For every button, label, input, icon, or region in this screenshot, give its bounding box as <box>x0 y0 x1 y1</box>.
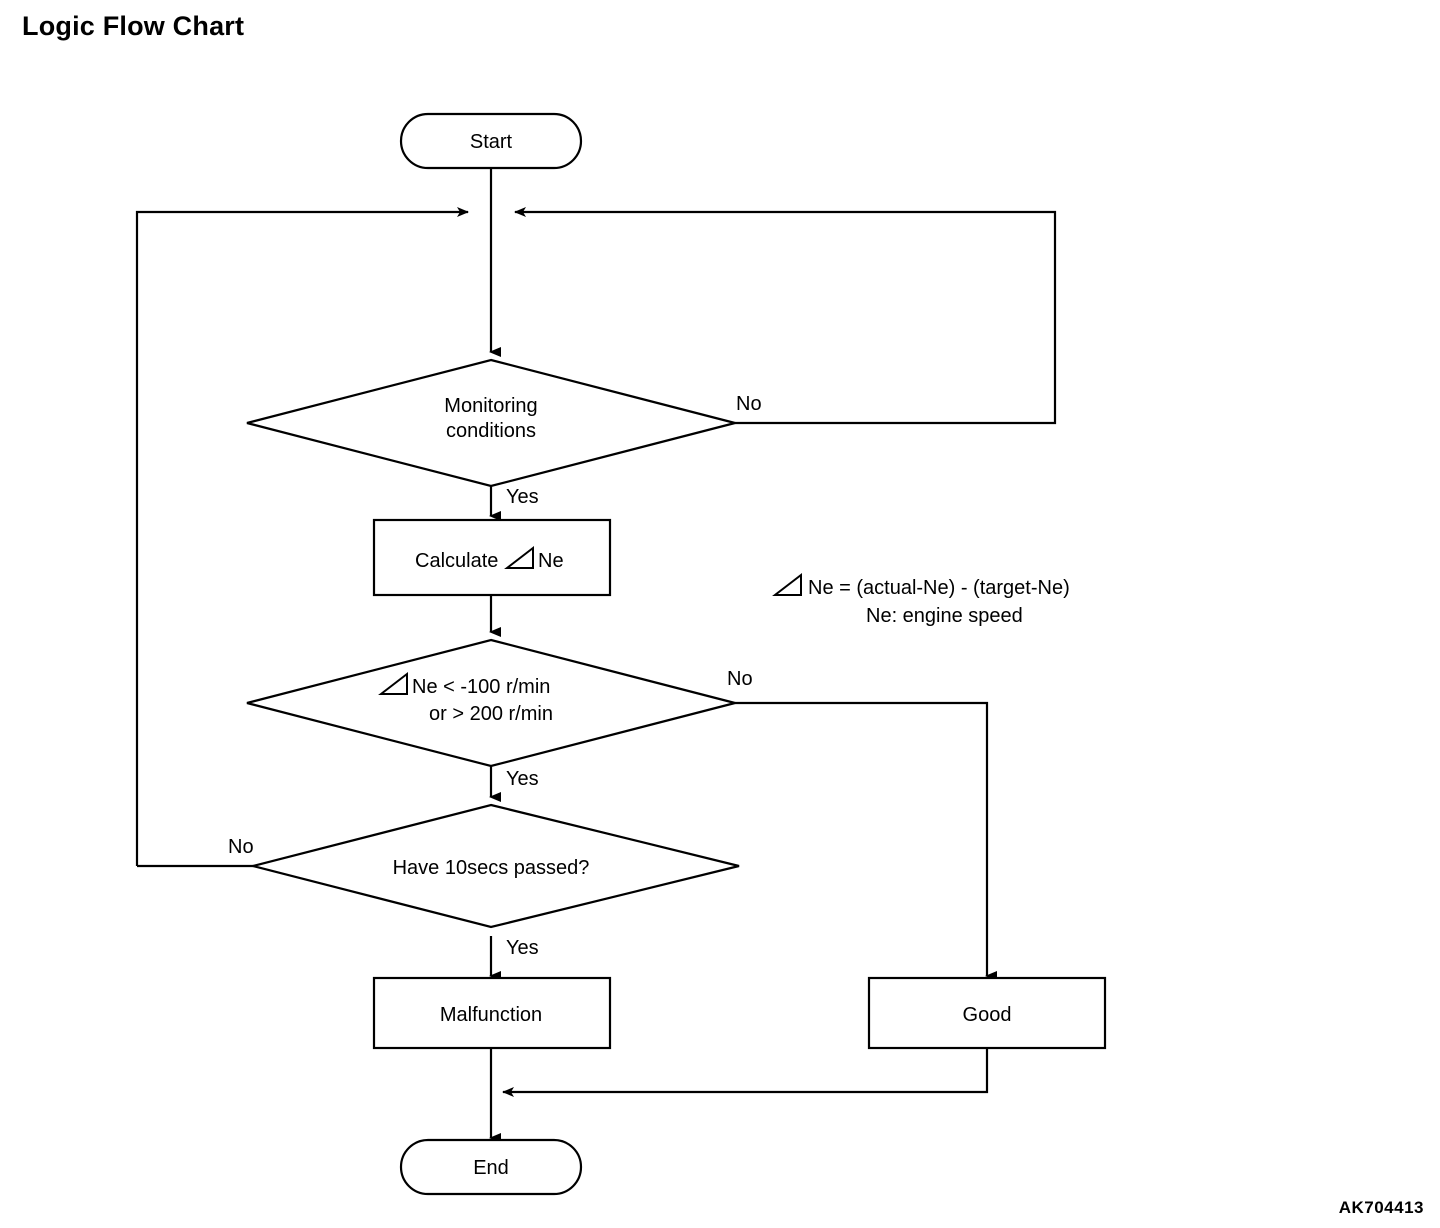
node-start[interactable]: Start <box>399 112 583 170</box>
ten-secs-decision-shape <box>252 803 740 929</box>
calculate-process-shape <box>372 518 612 597</box>
malfunction-label: Malfunction <box>440 1004 542 1026</box>
edge-label-ten-secs-yes: Yes <box>506 937 539 959</box>
end-label: End <box>473 1157 509 1179</box>
edge-good-to-end-trunk <box>502 1048 989 1097</box>
ne-check-decision-shape <box>246 638 736 768</box>
node-good[interactable]: Good <box>867 976 1107 1050</box>
edge-label-ne-check-no: No <box>727 668 753 690</box>
node-malfunction[interactable]: Malfunction <box>372 976 612 1050</box>
edge-ne-check-no-to-good <box>735 701 997 981</box>
start-terminator-shape <box>399 112 583 170</box>
edge-label-monitoring-no: No <box>736 393 762 415</box>
edge-label-ne-check-yes: Yes <box>506 768 539 790</box>
ne-check-delta-triangle-icon <box>378 671 408 695</box>
note-delta-triangle-icon <box>772 572 802 596</box>
malfunction-process-shape <box>372 976 612 1050</box>
ten-secs-label: Have 10secs passed? <box>393 857 590 879</box>
node-monitoring-conditions[interactable]: Monitoring conditions <box>246 358 736 488</box>
node-end[interactable]: End <box>399 1138 583 1196</box>
ne-check-label-line1: Ne < -100 r/min <box>412 676 550 698</box>
node-ten-secs-check[interactable]: Have 10secs passed? <box>252 803 740 929</box>
annotation-note: Ne = (actual-Ne) - (target-Ne) Ne: engin… <box>772 572 1070 627</box>
calculate-label-suffix: Ne <box>538 550 564 572</box>
ne-check-label-line2: or > 200 r/min <box>429 703 553 725</box>
good-label: Good <box>963 1004 1012 1026</box>
node-ne-threshold-check[interactable]: Ne < -100 r/min or > 200 r/min <box>246 638 736 768</box>
edge-label-ten-secs-no: No <box>228 836 254 858</box>
end-terminator-shape <box>399 1138 583 1196</box>
page-title: Logic Flow Chart <box>22 11 245 41</box>
edge-label-monitoring-yes: Yes <box>506 486 539 508</box>
monitoring-label-line2: conditions <box>446 420 536 442</box>
good-process-shape <box>867 976 1107 1050</box>
figure-id: AK704413 <box>1338 1198 1424 1217</box>
monitoring-label-line1: Monitoring <box>444 395 537 417</box>
edge-loop-left-return <box>135 207 469 866</box>
edge-monitoring-no-loop <box>514 207 1057 425</box>
calculate-label: Calculate <box>415 550 498 572</box>
delta-triangle-icon <box>504 545 534 569</box>
start-label: Start <box>470 131 513 153</box>
node-calculate-delta-ne[interactable]: Calculate Ne <box>372 518 612 597</box>
note-line2: Ne: engine speed <box>866 605 1023 627</box>
monitoring-decision-shape <box>246 358 736 488</box>
note-line1: Ne = (actual-Ne) - (target-Ne) <box>808 577 1070 599</box>
